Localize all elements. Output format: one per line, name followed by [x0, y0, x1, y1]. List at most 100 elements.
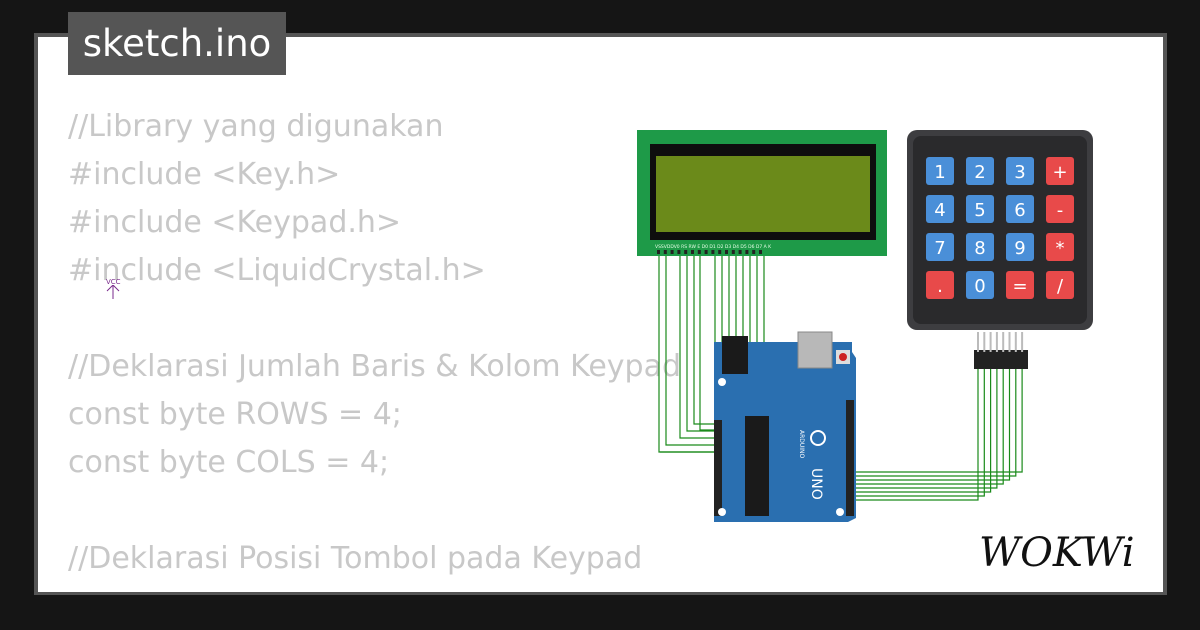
- key-label: 3: [1014, 162, 1025, 183]
- lcd-pin: [725, 250, 728, 254]
- lcd-display[interactable]: VSSVDDV0 RS RW E D0 D1 D2 D3 D4 D5 D6 D7…: [637, 130, 887, 256]
- key-cap: [1006, 271, 1034, 299]
- keypad-connector: [974, 350, 1028, 369]
- lcd-pin: [711, 250, 715, 254]
- key-label: 8: [974, 238, 985, 259]
- board-label: UNO: [808, 468, 824, 500]
- key-label: +: [1052, 162, 1067, 183]
- key-cap: [1006, 195, 1034, 223]
- wire: [658, 254, 718, 453]
- wire: [850, 369, 998, 489]
- key--[interactable]: -: [1046, 195, 1074, 223]
- key-5[interactable]: 5: [966, 195, 994, 223]
- vcc-symbol: VCC: [105, 278, 123, 300]
- key-cap: [966, 157, 994, 185]
- keypad-pin: [1021, 332, 1024, 352]
- key-*[interactable]: *: [1046, 233, 1074, 261]
- key-4[interactable]: 4: [926, 195, 954, 223]
- key-cap: [926, 233, 954, 261]
- vcc-label: VCC: [106, 278, 121, 286]
- keypad-face: [913, 136, 1087, 324]
- code-line: const byte ROWS = 4;: [68, 397, 402, 432]
- key-0[interactable]: 0: [966, 271, 994, 299]
- lcd-pin: [697, 250, 701, 254]
- code-line: #include <LiquidCrystal.h>: [68, 253, 486, 288]
- code-line: //Library yang digunakan: [68, 109, 444, 144]
- arduino-uno[interactable]: UNO ARDUINO: [714, 331, 856, 522]
- lcd-pin: [704, 250, 708, 254]
- key-=[interactable]: =: [1006, 271, 1034, 299]
- key-label: 7: [934, 238, 945, 259]
- keypad-pin: [989, 332, 992, 352]
- key-label: 5: [974, 200, 985, 221]
- code-line: //Deklarasi Jumlah Baris & Kolom Keypad: [68, 349, 682, 384]
- wire: [850, 369, 1017, 477]
- key-label: 1: [934, 162, 945, 183]
- key-cap: [966, 271, 994, 299]
- wire: [850, 369, 1004, 485]
- key-label: *: [1056, 238, 1065, 259]
- key-/[interactable]: /: [1046, 271, 1074, 299]
- keypad-pin: [1014, 332, 1017, 352]
- mount-hole: [836, 508, 844, 516]
- wire: [686, 254, 724, 432]
- key-label: 0: [974, 276, 985, 297]
- key-2[interactable]: 2: [966, 157, 994, 185]
- wire: [665, 254, 720, 446]
- lcd-pin: [677, 250, 681, 254]
- power-header: [714, 420, 722, 516]
- keypad-pin: [983, 332, 986, 352]
- key-3[interactable]: 3: [1006, 157, 1034, 185]
- lcd-pin-labels: VSSVDDV0 RS RW E D0 D1 D2 D3 D4 D5 D6 D7…: [655, 244, 772, 250]
- key-label: =: [1012, 276, 1027, 297]
- brand-label: ARDUINO: [798, 430, 805, 459]
- wire: [850, 369, 1023, 473]
- key-cap: [966, 233, 994, 261]
- code-line: #include <Keypad.h>: [68, 205, 402, 240]
- key-1[interactable]: 1: [926, 157, 954, 185]
- key-label: 6: [1014, 200, 1025, 221]
- lcd-pin: [745, 250, 749, 254]
- mount-hole: [718, 378, 726, 386]
- key-9[interactable]: 9: [1006, 233, 1034, 261]
- key-label: 2: [974, 162, 985, 183]
- key-7[interactable]: 7: [926, 233, 954, 261]
- keypad-pin: [1008, 332, 1011, 352]
- keypad-pin: [1002, 332, 1005, 352]
- reset-button-cap: [839, 353, 847, 361]
- lcd-pin: [684, 250, 688, 254]
- lcd-pin: [670, 250, 674, 254]
- code-editor[interactable]: //Library yang digunakan #include <Key.h>…: [68, 103, 681, 592]
- key-6[interactable]: 6: [1006, 195, 1034, 223]
- keypad-pin: [995, 332, 998, 352]
- key-.[interactable]: .: [926, 271, 954, 299]
- code-line: const byte COLS = 4;: [68, 445, 390, 480]
- power-jack: [722, 336, 748, 374]
- lcd-pin: [663, 250, 667, 254]
- key-8[interactable]: 8: [966, 233, 994, 261]
- lcd-screen: [656, 156, 870, 232]
- keypad-pin: [977, 332, 979, 352]
- mount-hole: [718, 508, 726, 516]
- key-label: 4: [934, 200, 945, 221]
- wire: [679, 254, 722, 439]
- code-line: #include <Key.h>: [68, 157, 341, 192]
- wire: [850, 369, 1011, 481]
- key-cap: [1046, 195, 1074, 223]
- key-label: -: [1057, 200, 1064, 221]
- key-cap: [1046, 157, 1074, 185]
- key-cap: [1006, 157, 1034, 185]
- key-+[interactable]: +: [1046, 157, 1074, 185]
- wire: [850, 369, 985, 497]
- lcd-pin: [752, 250, 756, 254]
- arduino-logo-icon: [810, 430, 826, 446]
- key-cap: [1046, 271, 1074, 299]
- key-cap: [926, 271, 954, 299]
- code-line: char keys[ROWS][COLS] = {: [68, 583, 681, 592]
- file-tab[interactable]: sketch.ino: [68, 12, 286, 75]
- key-cap: [926, 195, 954, 223]
- vcc-arrow-icon: [106, 285, 120, 299]
- key-cap: [966, 195, 994, 223]
